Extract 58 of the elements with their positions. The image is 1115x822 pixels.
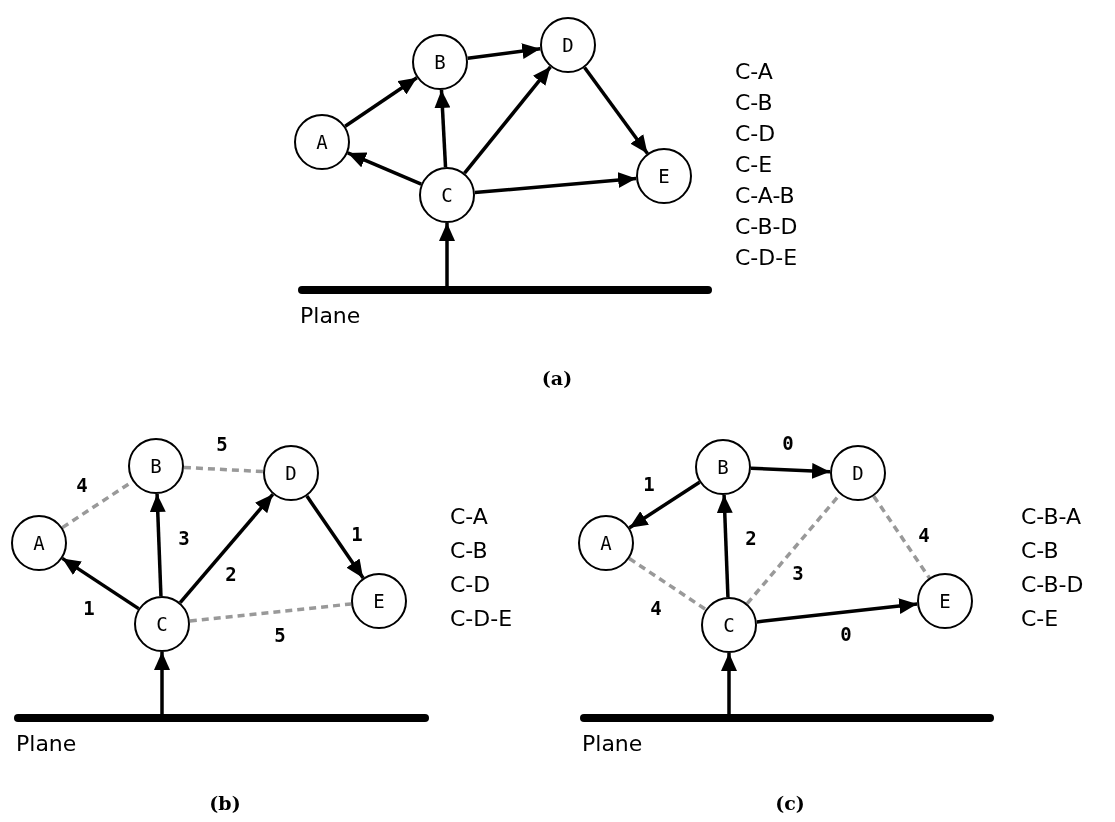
arrow bbox=[721, 653, 737, 714]
arrow bbox=[154, 652, 170, 714]
path-label: C-A-B bbox=[735, 184, 795, 209]
graph-node: D bbox=[540, 17, 596, 73]
plane-label: Plane bbox=[582, 732, 643, 757]
path-label: C-A bbox=[735, 60, 773, 85]
arrow bbox=[178, 493, 275, 604]
arrow bbox=[149, 493, 166, 597]
arrow bbox=[756, 598, 918, 624]
arrow bbox=[347, 151, 422, 186]
dashed-line bbox=[189, 602, 352, 623]
path-label: C-A bbox=[450, 505, 488, 530]
path-label: C-E bbox=[1021, 607, 1059, 632]
panel-caption: (c) bbox=[775, 793, 805, 814]
path-label: C-D bbox=[450, 573, 491, 598]
graph-node: C bbox=[419, 167, 475, 223]
graph-node: A bbox=[11, 515, 67, 571]
path-label: C-E bbox=[735, 153, 773, 178]
arrow bbox=[61, 556, 140, 611]
graph-node: E bbox=[917, 573, 973, 629]
panel-caption: (b) bbox=[209, 793, 241, 814]
dashed-line bbox=[628, 557, 707, 611]
graph-node: B bbox=[412, 34, 468, 90]
graph-node: E bbox=[636, 148, 692, 204]
arrow bbox=[750, 462, 831, 479]
arrow bbox=[434, 89, 451, 168]
graph-node: C bbox=[701, 597, 757, 653]
arrow bbox=[467, 43, 541, 61]
panel-caption: (a) bbox=[541, 368, 573, 389]
graph-node: C bbox=[134, 596, 190, 652]
graph-node: A bbox=[294, 114, 350, 170]
dashed-line bbox=[872, 495, 931, 579]
graph-node: B bbox=[695, 439, 751, 495]
graph-node: D bbox=[830, 445, 886, 501]
graph-node: E bbox=[351, 573, 407, 629]
graph-node: D bbox=[263, 445, 319, 501]
plane-label: Plane bbox=[16, 732, 77, 757]
arrow bbox=[439, 223, 455, 286]
graph-node: B bbox=[128, 438, 184, 494]
path-label: C-D bbox=[735, 122, 776, 147]
arrow bbox=[305, 495, 365, 579]
arrow bbox=[583, 66, 649, 155]
path-label: C-D-E bbox=[735, 246, 798, 271]
arrow bbox=[628, 480, 701, 530]
arrow bbox=[344, 76, 418, 128]
path-label: C-B bbox=[450, 539, 488, 564]
path-label: C-B-A bbox=[1021, 505, 1082, 530]
path-label: C-B bbox=[735, 91, 773, 116]
arrow bbox=[474, 172, 637, 195]
plane-label: Plane bbox=[300, 304, 361, 329]
path-label: C-B bbox=[1021, 539, 1059, 564]
path-label: C-B-D bbox=[1021, 573, 1084, 598]
path-label: C-B-D bbox=[735, 215, 798, 240]
dashed-line bbox=[183, 465, 264, 474]
graph-node: A bbox=[578, 515, 634, 571]
arrow bbox=[716, 494, 733, 598]
arrow bbox=[463, 65, 552, 175]
path-label: C-D-E bbox=[450, 607, 513, 632]
